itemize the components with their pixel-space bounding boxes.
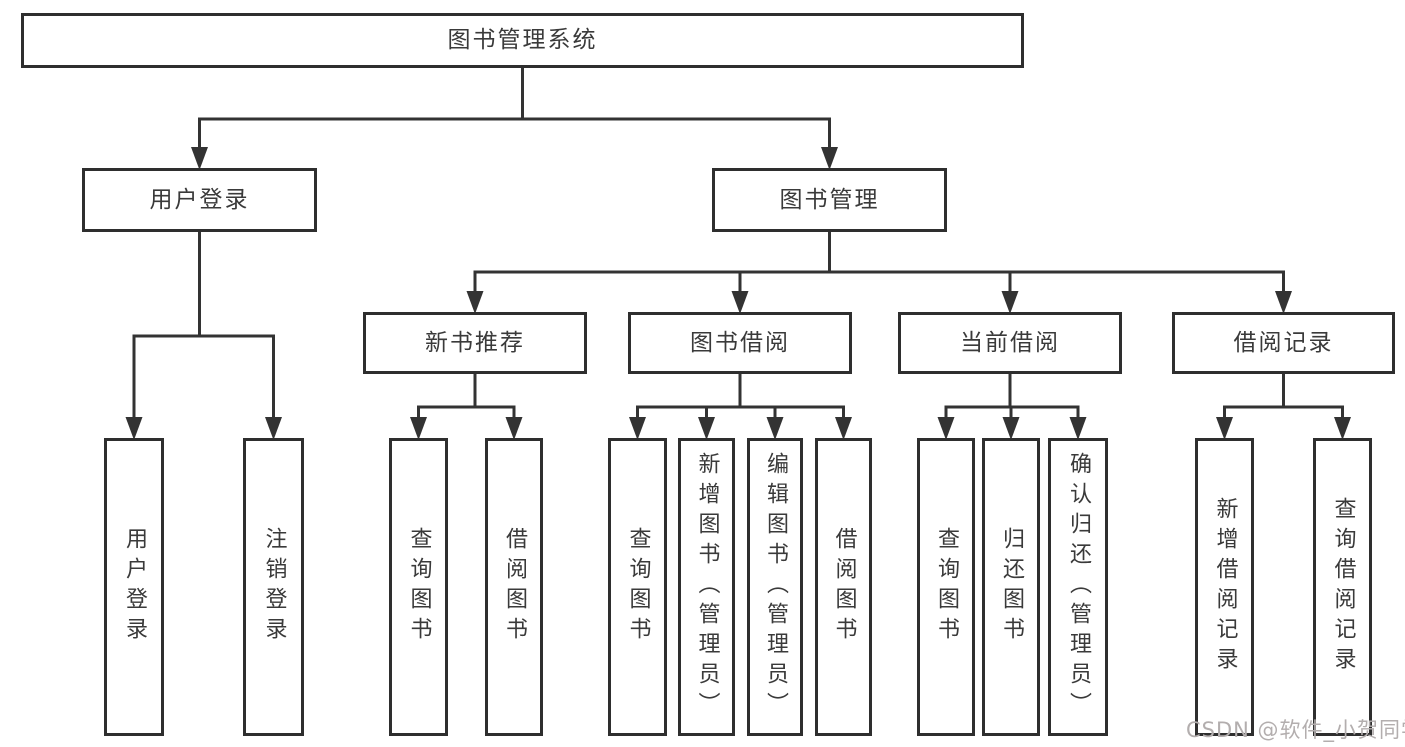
node-add-borrow-record: 新增借阅记录 <box>1195 438 1254 736</box>
arrowhead-borrow-books-1 <box>505 417 523 440</box>
node-return-books: 归还图书 <box>982 438 1040 736</box>
arrowhead-borrow-books-2 <box>835 417 852 440</box>
arrowhead-borrowing-records <box>1275 291 1292 314</box>
arrowhead-add-books-admin <box>698 417 715 440</box>
node-root: 图书管理系统 <box>21 13 1024 68</box>
arrowhead-query-books-1 <box>410 417 427 440</box>
node-user-login: 用户登录 <box>82 168 317 232</box>
arrowhead-return-books <box>1002 417 1020 440</box>
node-borrowing-records: 借阅记录 <box>1172 312 1395 374</box>
node-user-login-action: 用户登录 <box>104 438 164 736</box>
arrowhead-edit-books-admin <box>766 417 784 440</box>
node-query-books-1: 查询图书 <box>389 438 448 736</box>
arrowhead-logout <box>265 417 282 440</box>
node-book-borrowing: 图书借阅 <box>628 312 852 374</box>
node-query-borrow-record: 查询借阅记录 <box>1313 438 1372 736</box>
arrowhead-user-login <box>191 147 208 170</box>
arrowhead-new-book-recommend <box>466 291 484 314</box>
arrowhead-user-login-action <box>125 417 143 440</box>
arrowhead-book-management <box>821 147 838 170</box>
arrowhead-query-books-2 <box>629 417 646 440</box>
arrowhead-query-borrow-record <box>1334 417 1351 440</box>
node-borrow-books-1: 借阅图书 <box>485 438 543 736</box>
arrowhead-query-books-3 <box>937 417 955 440</box>
node-book-management: 图书管理 <box>712 168 947 232</box>
csdn-watermark: CSDN @软件_小贺同学 <box>1186 718 1405 742</box>
arrowhead-confirm-return-admin <box>1069 417 1087 440</box>
node-query-books-3: 查询图书 <box>917 438 975 736</box>
node-edit-books-admin: 编辑图书（管理员） <box>747 438 803 736</box>
arrowhead-add-borrow-record <box>1216 417 1233 440</box>
node-confirm-return-admin: 确认归还（管理员） <box>1048 438 1108 736</box>
node-add-books-admin: 新增图书（管理员） <box>678 438 735 736</box>
node-current-borrowing: 当前借阅 <box>898 312 1122 374</box>
arrowhead-current-borrowing <box>1001 291 1019 314</box>
node-new-book-recommend: 新书推荐 <box>363 312 587 374</box>
arrowhead-book-borrowing <box>731 291 749 314</box>
node-logout: 注销登录 <box>243 438 304 736</box>
node-borrow-books-2: 借阅图书 <box>815 438 872 736</box>
node-query-books-2: 查询图书 <box>608 438 667 736</box>
